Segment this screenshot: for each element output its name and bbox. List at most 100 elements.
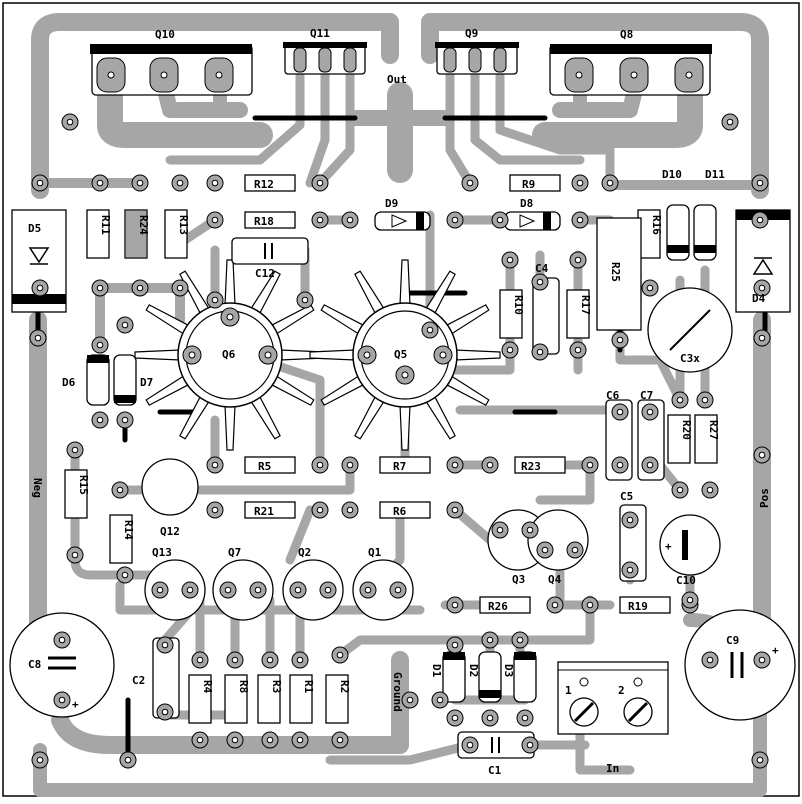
pad-hole (536, 278, 544, 286)
pad-hole (296, 656, 304, 664)
pad-hole (496, 216, 504, 224)
label-neg: Neg (31, 478, 44, 498)
label-q12: Q12 (160, 525, 180, 538)
label-r24: R24 (137, 215, 150, 235)
pad-hole (758, 656, 766, 664)
pad-hole (451, 601, 459, 609)
pad-hole (576, 216, 584, 224)
pad-hole (161, 641, 169, 649)
pad-hole (676, 486, 684, 494)
label-d10: D10 (662, 168, 682, 181)
pad-hole (121, 416, 129, 424)
output-transistors (90, 42, 712, 96)
pad-hole (486, 636, 494, 644)
pad-hole (626, 566, 634, 574)
label-q10: Q10 (155, 28, 175, 41)
pad-hole (506, 256, 514, 264)
label-c5: C5 (620, 490, 633, 503)
pad-hole (346, 461, 354, 469)
label-r2: R2 (338, 680, 351, 693)
label-q11: Q11 (310, 27, 330, 40)
label-r1: R1 (302, 680, 315, 694)
pad-hole (706, 486, 714, 494)
label-d6: D6 (62, 376, 76, 389)
label-d2: D2 (467, 664, 480, 677)
label-r12: R12 (254, 178, 274, 191)
pad-hole (211, 296, 219, 304)
pad-hole (231, 736, 239, 744)
label-c4: C4 (535, 262, 549, 275)
pad-hole (161, 708, 169, 716)
heatsink-q5 (309, 259, 501, 451)
input-terminal-block (557, 661, 669, 735)
pad-hole (364, 586, 372, 594)
label-r18: R18 (254, 215, 274, 228)
pad-hole (616, 336, 624, 344)
label-q1: Q1 (368, 546, 382, 559)
pad-hole (316, 461, 324, 469)
label-r3: R3 (270, 680, 283, 693)
label-c2: C2 (132, 674, 145, 687)
pad-hole (516, 636, 524, 644)
pad-hole (521, 714, 529, 722)
pad-hole (71, 446, 79, 454)
pad-hole (756, 216, 764, 224)
pad-hole (646, 461, 654, 469)
label-plus-c9: + (772, 644, 779, 657)
pad-hole (346, 506, 354, 514)
pad-hole (451, 506, 459, 514)
pad-hole (136, 284, 144, 292)
pad-hole (541, 546, 549, 554)
label-q13: Q13 (152, 546, 172, 559)
pad-hole (686, 596, 694, 604)
pad-hole (211, 461, 219, 469)
label-q4: Q4 (548, 573, 562, 586)
label-q7: Q7 (228, 546, 241, 559)
pad-hole (576, 179, 584, 187)
label-r6: R6 (393, 505, 407, 518)
pad-hole (701, 396, 709, 404)
resistor-bodies (64, 174, 718, 724)
pad-hole (124, 756, 132, 764)
label-c12: C12 (255, 267, 275, 280)
pad-hole (526, 741, 534, 749)
label-q5: Q5 (394, 348, 407, 361)
label-d4: D4 (752, 292, 766, 305)
pad-hole (646, 284, 654, 292)
label-r19: R19 (628, 600, 648, 613)
pad-hole (196, 736, 204, 744)
jumper-wires (35, 115, 768, 763)
label-c9: C9 (726, 634, 739, 647)
pad-hole (36, 179, 44, 187)
label-r4: R4 (201, 680, 214, 694)
pad-hole (506, 346, 514, 354)
pad-hole (121, 571, 129, 579)
pad-hole (336, 736, 344, 744)
pad-hole (96, 284, 104, 292)
pad-hole (324, 586, 332, 594)
pad-hole (176, 179, 184, 187)
pad-hole (316, 216, 324, 224)
pad-hole (96, 179, 104, 187)
pad-hole (301, 296, 309, 304)
label-pos: Pos (758, 488, 771, 508)
label-d8: D8 (520, 197, 533, 210)
pad-hole (451, 641, 459, 649)
heatsink-q6 (134, 259, 326, 451)
pad-hole (71, 551, 79, 559)
pad-hole (706, 656, 714, 664)
pad-hole (96, 341, 104, 349)
label-c10: C10 (676, 574, 696, 587)
pad-hole (58, 636, 66, 644)
label-c7: C7 (640, 389, 653, 402)
label-r14: R14 (122, 520, 135, 540)
pad-hole (211, 179, 219, 187)
pad-hole (296, 736, 304, 744)
pad-hole (436, 696, 444, 704)
pad-hole (116, 486, 124, 494)
label-r21: R21 (254, 505, 274, 518)
label-q9: Q9 (465, 27, 478, 40)
pad-hole (586, 601, 594, 609)
label-c6: C6 (606, 389, 620, 402)
